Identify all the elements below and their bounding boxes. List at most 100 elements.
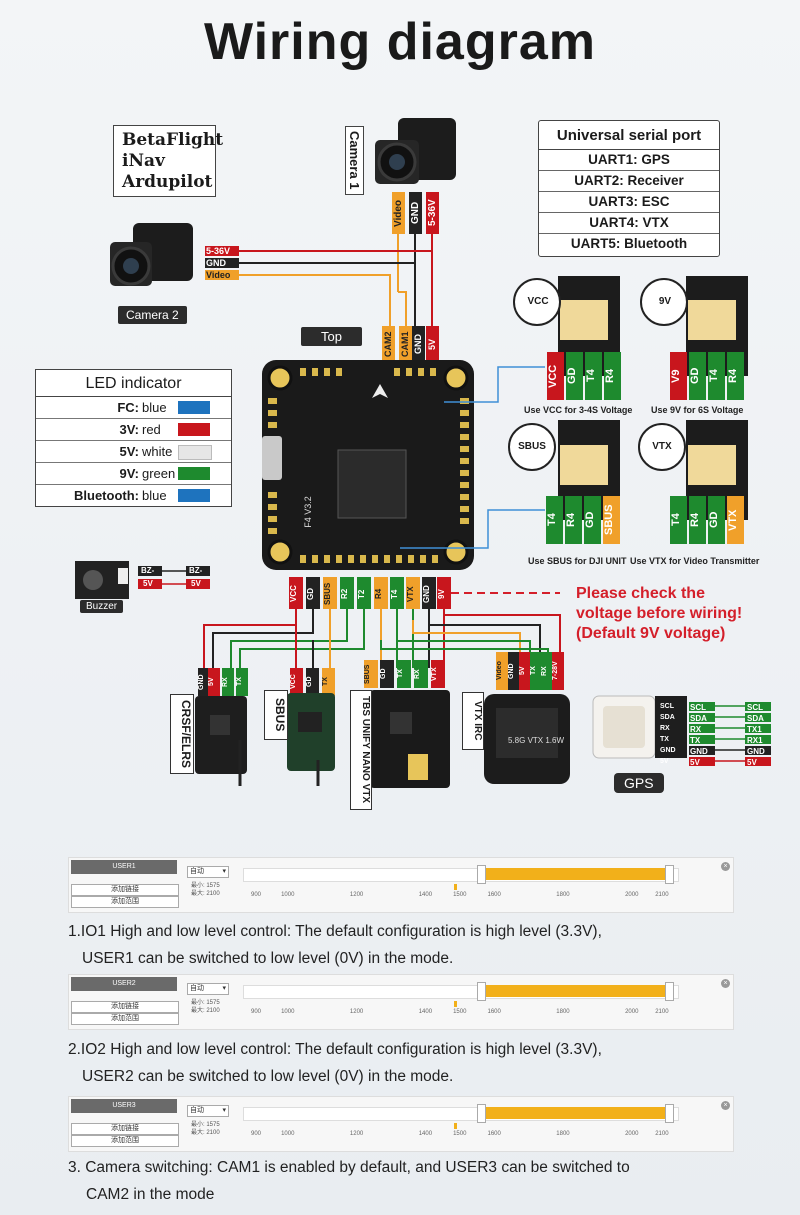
jumper-vcc-tag: VCC bbox=[527, 296, 549, 307]
gps-wire: SDA bbox=[747, 714, 764, 723]
add-range-button[interactable]: 添加范围 bbox=[71, 1135, 179, 1147]
tbs-pin: TX bbox=[397, 669, 404, 679]
note-line: CAM2 in the mode bbox=[86, 1186, 215, 1203]
vtx-pin: Video bbox=[496, 661, 503, 681]
range-handle-max[interactable] bbox=[665, 982, 674, 1001]
jumper-sbus bbox=[508, 420, 620, 544]
jumper-sbus-caption: Use SBUS for DJI UNIT bbox=[528, 556, 627, 566]
close-icon[interactable]: × bbox=[721, 979, 730, 988]
gps-pin: GND bbox=[660, 747, 676, 754]
user-channel-name: USER3 bbox=[71, 1099, 177, 1113]
sbus-pin: GD bbox=[306, 676, 313, 688]
crsf-pin: RX bbox=[222, 677, 229, 687]
range-handle-min[interactable] bbox=[477, 1104, 486, 1123]
slider-tick: 1000 bbox=[281, 892, 295, 898]
tbs-pin: GD bbox=[380, 668, 387, 680]
fc-pin: VTX bbox=[406, 586, 415, 602]
close-icon[interactable]: × bbox=[721, 862, 730, 871]
chevron-down-icon: ▾ bbox=[222, 868, 226, 875]
jumper-pin: T4 bbox=[585, 369, 597, 383]
sbus-label: SBUS bbox=[264, 690, 288, 740]
jumper-pin: GD bbox=[566, 367, 578, 385]
slider-tick: 1200 bbox=[349, 892, 364, 898]
jumper-vcc-caption: Use VCC for 3-4S Voltage bbox=[524, 405, 633, 415]
slider-tick: 1500 bbox=[453, 892, 467, 898]
range-max: 最大: 2100 bbox=[191, 1130, 220, 1136]
range-handle-max[interactable] bbox=[665, 1104, 674, 1123]
jumper-pin: SBUS bbox=[603, 504, 615, 536]
user1-config-panel: USER1 添加链接 添加范围 自动▾ 最小: 1575 最大: 2100 90… bbox=[68, 857, 734, 913]
slider-tick: 1600 bbox=[487, 892, 501, 898]
jumper-vcc bbox=[513, 276, 621, 400]
warning-line: Please check the bbox=[576, 585, 705, 602]
vtx-pin: 7-28V bbox=[552, 661, 559, 681]
gps-wire: SCL bbox=[690, 703, 706, 712]
jumper-pin: GD bbox=[689, 367, 701, 385]
led-indicator-table: LED indicator FC:blue 3V:red 5V:white 9V… bbox=[35, 369, 232, 507]
range-handle-min[interactable] bbox=[477, 982, 486, 1001]
jumper-pin: R4 bbox=[565, 512, 577, 528]
add-range-button[interactable]: 添加范围 bbox=[71, 1013, 179, 1025]
slider-tick: 1800 bbox=[556, 1131, 570, 1137]
user2-config-panel: USER2 添加链接 添加范围 自动▾ 最小: 1575 最大: 2100 90… bbox=[68, 974, 734, 1030]
note-3: 3. Camera switching: CAM1 is enabled by … bbox=[68, 1154, 788, 1208]
uart-row: UART1: GPS bbox=[539, 150, 719, 171]
note-1: 1.IO1 High and low level control: The de… bbox=[68, 918, 788, 972]
slider-tick: 900 bbox=[251, 1009, 262, 1015]
slider-tick: 1200 bbox=[349, 1131, 364, 1137]
range-slider-fill bbox=[483, 985, 673, 997]
led-row: 9V:green bbox=[36, 463, 231, 485]
gps-pin: SDA bbox=[660, 714, 675, 721]
jumper-9v-caption: Use 9V for 6S Voltage bbox=[651, 405, 744, 415]
range-min: 最小: 1575 bbox=[191, 883, 220, 889]
slider-tick: 1000 bbox=[281, 1009, 295, 1015]
slider-tick: 2100 bbox=[655, 1009, 669, 1015]
jumper-9v-tag: 9V bbox=[658, 296, 672, 307]
slider-tick: 2100 bbox=[655, 892, 669, 898]
range-handle-min[interactable] bbox=[477, 865, 486, 884]
cam2-wire-gnd: GND bbox=[206, 258, 226, 268]
jumper-pin: VCC bbox=[547, 364, 559, 388]
tbs-pin: VTX bbox=[431, 667, 438, 681]
cam1-wire-video: Video bbox=[393, 199, 404, 227]
uart-row: UART4: VTX bbox=[539, 213, 719, 234]
user-channel-name: USER2 bbox=[71, 977, 177, 991]
firmware-ardupilot: Ardupilot bbox=[122, 172, 213, 192]
mode-select[interactable]: 自动▾ bbox=[187, 1105, 229, 1117]
add-link-button[interactable]: 添加链接 bbox=[71, 1001, 179, 1013]
slider-tick: 1400 bbox=[418, 892, 433, 898]
range-handle-max[interactable] bbox=[665, 865, 674, 884]
slider-tick: 900 bbox=[251, 892, 262, 898]
led-header: LED indicator bbox=[36, 370, 231, 397]
range-max: 最大: 2100 bbox=[191, 1008, 220, 1014]
fc-pin: R4 bbox=[374, 588, 383, 600]
mode-select[interactable]: 自动▾ bbox=[187, 866, 229, 878]
note-line: 2.IO2 High and low level control: The de… bbox=[68, 1041, 602, 1058]
uart-header: Universal serial port bbox=[539, 121, 719, 150]
jumper-vtx bbox=[638, 420, 748, 544]
note-line: 1.IO1 High and low level control: The de… bbox=[68, 923, 602, 940]
mode-select[interactable]: 自动▾ bbox=[187, 983, 229, 995]
slider-tick: 1500 bbox=[453, 1009, 467, 1015]
vtx-pin: RX bbox=[541, 666, 548, 676]
led-swatch bbox=[178, 423, 210, 436]
jumper-pin: V9 bbox=[670, 369, 682, 383]
gps-wire: SCL bbox=[747, 703, 763, 712]
voltage-warning: Please check the voltage before wiring! … bbox=[576, 584, 742, 644]
add-link-button[interactable]: 添加链接 bbox=[71, 1123, 179, 1135]
jumper-vtx-caption: Use VTX for Video Transmitter bbox=[630, 556, 760, 566]
note-line: 3. Camera switching: CAM1 is enabled by … bbox=[68, 1159, 630, 1176]
range-min: 最小: 1575 bbox=[191, 1122, 220, 1128]
buzzer-pin: BZ- bbox=[141, 566, 155, 575]
add-range-button[interactable]: 添加范围 bbox=[71, 896, 179, 908]
camera1-label: Camera 1 bbox=[345, 126, 364, 195]
range-min: 最小: 1575 bbox=[191, 1000, 220, 1006]
vtx-pin: TX bbox=[530, 666, 537, 676]
fc-model-text: F4 V3.2 bbox=[302, 496, 313, 528]
led-row: Bluetooth:blue bbox=[36, 485, 231, 506]
jumper-pin: T4 bbox=[670, 513, 682, 527]
close-icon[interactable]: × bbox=[721, 1101, 730, 1110]
gps-wire: RX bbox=[690, 725, 702, 734]
add-link-button[interactable]: 添加链接 bbox=[71, 884, 179, 896]
note-2: 2.IO2 High and low level control: The de… bbox=[68, 1036, 788, 1090]
